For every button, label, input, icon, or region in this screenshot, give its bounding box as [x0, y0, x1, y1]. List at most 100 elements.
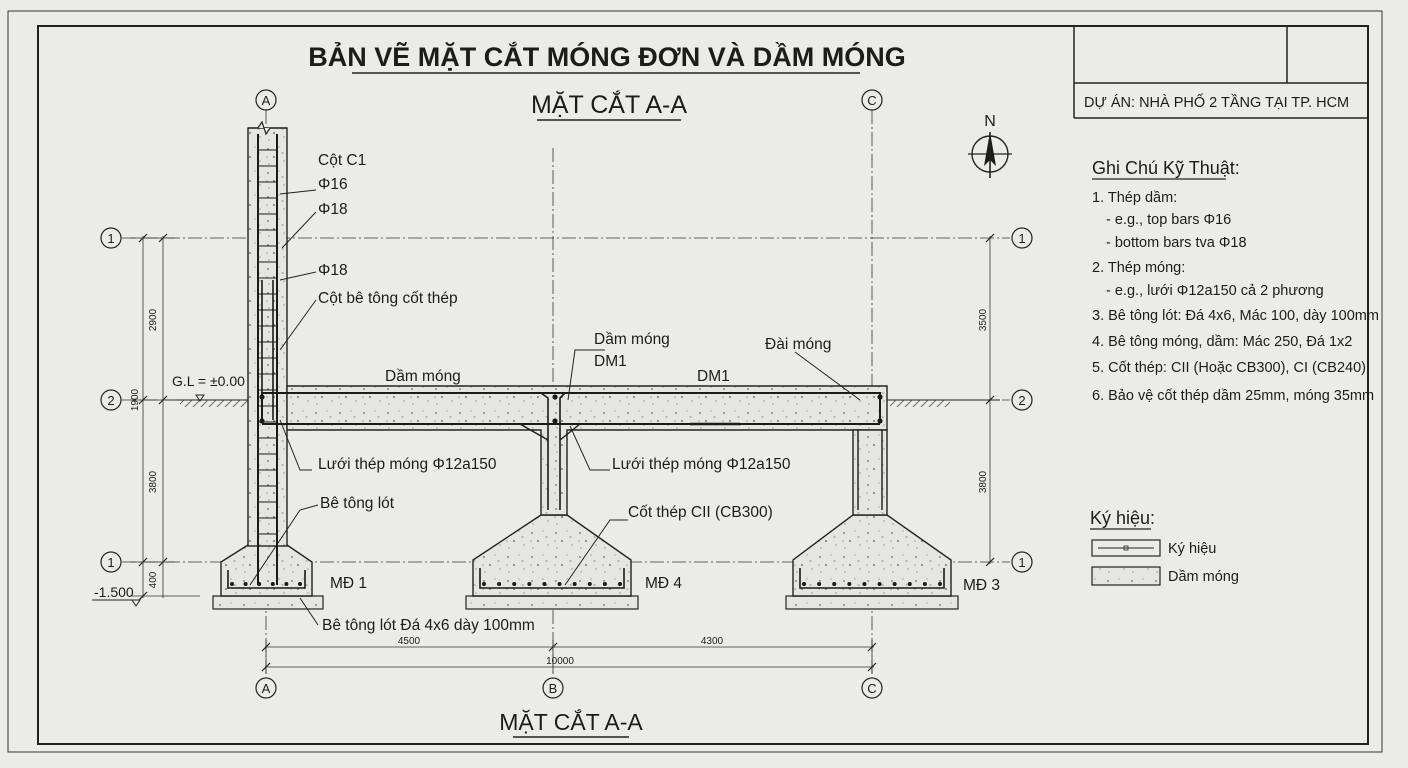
label-mesh-right: Lưới thép móng Φ12a150: [612, 456, 791, 473]
note-2a: - e.g., lưới Φ12a150 cả 2 phương: [1106, 283, 1324, 299]
label-lean-concrete: Bê tông lót: [320, 495, 395, 512]
axis-bubble-c-top: C: [861, 89, 883, 111]
label-md1: MĐ 1: [330, 575, 367, 592]
note-1b: - bottom bars tva Φ18: [1106, 235, 1247, 251]
note-2: 2. Thép móng:: [1092, 260, 1185, 276]
rebar-dot: [817, 582, 822, 586]
legend-fill-label: Dầm móng: [1168, 569, 1239, 585]
leader-lines: [249, 189, 861, 626]
svg-text:1: 1: [107, 555, 114, 570]
dim-right-3800: 3800: [978, 470, 989, 493]
svg-text:A: A: [262, 93, 271, 108]
label-phi18-mid: Φ18: [318, 262, 348, 279]
rebar-dot: [587, 582, 592, 586]
dim-left-1900: 1900: [130, 388, 141, 411]
note-4: 4. Bê tông móng, dầm: Mác 250, Đá 1x2: [1092, 334, 1352, 350]
rebar-dot: [284, 582, 289, 586]
column-c1: [247, 127, 288, 547]
rebar-dot: [862, 582, 867, 586]
rebar-dot: [497, 582, 502, 586]
dim-span-4500: 4500: [398, 636, 421, 647]
legend-heading: Ký hiệu:: [1090, 508, 1155, 528]
rebar-dot: [877, 418, 883, 424]
label-lean-base: Bê tông lót Đá 4x6 dày 100mm: [322, 617, 535, 634]
label-rc-column: Cột bê tông cốt thép: [318, 290, 458, 307]
notes-heading: Ghi Chú Kỹ Thuật:: [1092, 158, 1240, 178]
label-dm1-right: DM1: [697, 368, 730, 385]
axis-bubble-a-top: A: [255, 89, 277, 111]
label-mesh-left: Lưới thép móng Φ12a150: [318, 456, 497, 473]
footing-md4: [472, 514, 632, 597]
drawing-title: BẢN VẼ MẶT CẮT MÓNG ĐƠN VÀ DẦM MÓNG: [308, 40, 906, 72]
ground-line: [165, 394, 1000, 407]
north-label: N: [984, 113, 996, 130]
north-arrow-icon: [968, 132, 1012, 178]
rebar-dot: [542, 582, 547, 586]
axis-bubble-1-right-top: 1: [1011, 227, 1033, 249]
dim-total-10000: 10000: [546, 656, 574, 667]
project-name: DỰ ÁN: NHÀ PHỐ 2 TẦNG TẠI TP. HCM: [1084, 93, 1349, 111]
label-md3: MĐ 3: [963, 577, 1000, 594]
rebar-dot: [552, 394, 558, 400]
rebar-dot: [832, 582, 837, 586]
rebar-dot: [602, 582, 607, 586]
rebar-dot: [557, 582, 562, 586]
label-md4: MĐ 4: [645, 575, 682, 592]
rebar-dot: [298, 582, 302, 586]
footing-md3: [792, 514, 952, 597]
rebar-dot: [243, 582, 248, 586]
rebar-dot: [527, 582, 532, 586]
dim-left-400: 400: [148, 571, 159, 588]
svg-text:1: 1: [107, 231, 114, 246]
rebar-dot: [938, 582, 942, 586]
axis-bubble-2-right: 2: [1011, 389, 1033, 411]
axis-bubble-c-bottom: C: [861, 677, 883, 699]
rebar-dot: [922, 582, 927, 586]
note-1a: - e.g., top bars Φ16: [1106, 212, 1231, 228]
axis-bubble-a-bottom: A: [255, 677, 277, 699]
label-footing-cap: Đài móng: [765, 336, 831, 353]
axis-bubble-2-left: 2: [100, 389, 122, 411]
rebar-dot: [847, 582, 852, 586]
svg-text:C: C: [867, 681, 876, 696]
title-block: [1073, 26, 1368, 119]
rebar-dot: [877, 394, 883, 400]
rebar-dot: [257, 582, 262, 586]
axis-bubble-1-right-bottom: 1: [1011, 551, 1033, 573]
axis-bubble-1-left-top: 1: [100, 227, 122, 249]
note-6: 6. Bảo vệ cốt thép dầm 25mm, móng 35mm: [1092, 388, 1374, 404]
svg-text:B: B: [549, 681, 558, 696]
label-dm1-mid: DM1: [594, 353, 627, 370]
level-marker: [92, 599, 141, 607]
column-rebar: [257, 134, 278, 585]
note-1: 1. Thép dầm:: [1092, 190, 1177, 206]
section-title-bottom: MẶT CẮT A-A: [499, 708, 643, 735]
outer-frame: [7, 10, 1383, 753]
legend-fill-symbol: [1091, 566, 1161, 586]
beam-dm1: [286, 385, 888, 516]
axis-bubbles: A C A B C 1 2 1 1 2 1: [100, 89, 1033, 699]
lean-concrete-pads: [212, 595, 959, 610]
svg-text:1: 1: [1018, 555, 1025, 570]
legend-line-label: Ký hiệu: [1168, 541, 1216, 557]
svg-text:2: 2: [107, 393, 114, 408]
note-3: 3. Bê tông lót: Đá 4x6, Mác 100, dày 100…: [1092, 308, 1379, 324]
rebar-dot: [482, 582, 486, 586]
rebar-dot: [618, 582, 622, 586]
rebar-dot: [892, 582, 897, 586]
rebar-dot: [270, 582, 275, 586]
dim-right-3500: 3500: [978, 308, 989, 331]
dim-left-2900: 2900: [148, 308, 159, 331]
rebar-dot: [802, 582, 806, 586]
dim-left-3800: 3800: [148, 470, 159, 493]
beam-rebar-dots: [259, 394, 883, 424]
ground-level-label: G.L = ±0.00: [172, 373, 245, 389]
rebar-dot: [512, 582, 517, 586]
legend-line-symbol: [1091, 539, 1161, 557]
rebar-dot: [230, 582, 234, 586]
svg-text:1: 1: [1018, 231, 1025, 246]
label-steel-grade: Cốt thép CII (CB300): [628, 504, 773, 521]
label-beam-mid: Dầm móng: [594, 331, 670, 348]
svg-text:C: C: [867, 93, 876, 108]
